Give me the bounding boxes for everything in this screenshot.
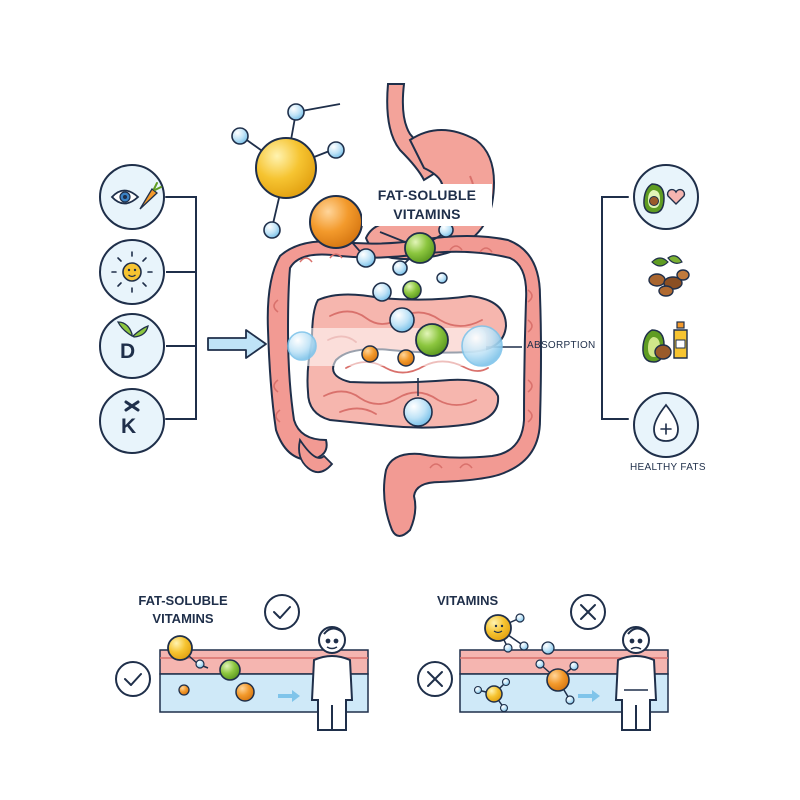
- flow-arrow-icon: [578, 690, 600, 702]
- fat-source-column: [601, 196, 629, 420]
- person-sad-icon: [614, 626, 658, 731]
- main-title: FAT-SOLUBLE VITAMINS: [362, 184, 492, 226]
- check-icon: [115, 661, 151, 697]
- leaf-d-icon: [99, 313, 165, 379]
- panel-right: [417, 594, 669, 731]
- main-title-line2: VITAMINS: [393, 206, 461, 222]
- panel-left: [115, 594, 369, 731]
- nuts-icon: [648, 255, 690, 297]
- absorption-band: [300, 328, 486, 366]
- avocado-heart-icon: [633, 164, 699, 230]
- vitamin-molecule-orange: [309, 195, 363, 249]
- avocado-oil-icon: [642, 321, 688, 363]
- check-icon: [264, 594, 300, 630]
- large-intestine: [266, 235, 542, 537]
- vitamin-d-letter: D: [120, 340, 136, 363]
- flow-arrow-icon: [278, 690, 300, 702]
- oil-drop-plus-icon: [633, 392, 699, 458]
- vitamin-molecules: [231, 103, 503, 427]
- eye-carrot-icon: [99, 164, 165, 230]
- absorption-label: ABSORPTION: [527, 340, 596, 351]
- small-intestine: [306, 293, 508, 429]
- panel-left-title-line2: VITAMINS: [152, 611, 214, 626]
- vitamin-icon-column: [165, 196, 197, 420]
- main-title-line1: FAT-SOLUBLE: [377, 187, 477, 203]
- panel-right-title: VITAMINS: [437, 593, 499, 608]
- bone-k-icon: [99, 388, 165, 454]
- panel-left-title-line1: FAT-SOLUBLE: [138, 593, 228, 608]
- digestive-system: [266, 83, 542, 537]
- vitamin-molecule-yellow: [255, 137, 317, 199]
- sun-face-icon: [99, 239, 165, 305]
- vitamin-k-letter: K: [121, 415, 137, 438]
- healthy-fats-label: HEALTHY FATS: [630, 462, 706, 473]
- person-happy-icon: [310, 626, 354, 731]
- flow-arrow: [207, 329, 267, 359]
- panel-left-title: FAT-SOLUBLE VITAMINS: [128, 592, 238, 628]
